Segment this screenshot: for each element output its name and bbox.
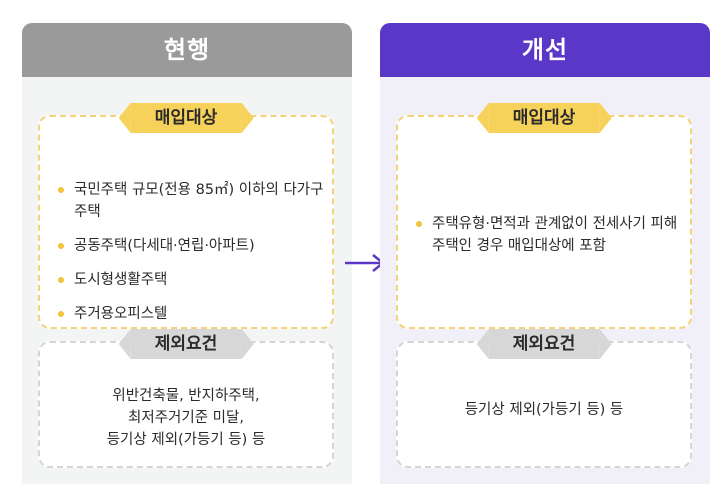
- list-item: 주거용오피스텔: [58, 303, 328, 325]
- improved-target-tag: 매입대상: [476, 103, 611, 133]
- current-target-box: 매입대상 국민주택 규모(전용 85㎡) 이하의 다가구주택 공동주택(다세대·…: [38, 103, 334, 329]
- bullet-dot-icon: [58, 187, 64, 193]
- current-exclude-box: 제외요건 위반건축물, 반지하주택, 최저주거기준 미달, 등기상 제외(가등기…: [38, 329, 334, 468]
- bullet-dot-icon: [416, 221, 422, 227]
- improved-target-box: 매입대상 주택유형·면적과 관계없이 전세사기 피해주택인 경우 매입대상에 포…: [396, 103, 692, 329]
- list-item: 도시형생활주택: [58, 269, 328, 291]
- list-item: 공동주택(다세대·연립·아파트): [58, 235, 328, 257]
- bullet-dot-icon: [58, 311, 64, 317]
- improved-exclude-box: 제외요건 등기상 제외(가등기 등) 등: [396, 329, 692, 468]
- current-exclude-tag: 제외요건: [118, 329, 253, 359]
- list-item: 주택유형·면적과 관계없이 전세사기 피해주택인 경우 매입대상에 포함: [416, 213, 686, 257]
- current-panel: 현행 매입대상 국민주택 규모(전용 85㎡) 이하의 다가구주택 공동주택(다…: [22, 23, 352, 484]
- bullet-dot-icon: [58, 277, 64, 283]
- improved-exclude-tag: 제외요건: [476, 329, 611, 359]
- current-panel-header: 현행: [22, 23, 352, 77]
- improved-exclude-text: 등기상 제외(가등기 등) 등: [398, 399, 690, 421]
- current-exclude-text: 위반건축물, 반지하주택, 최저주거기준 미달, 등기상 제외(가등기 등) 등: [40, 385, 332, 451]
- exclude-line: 최저주거기준 미달,: [128, 410, 244, 426]
- exclude-line: 등기상 제외(가등기 등) 등: [106, 432, 266, 448]
- exclude-line: 위반건축물, 반지하주택,: [112, 388, 260, 404]
- improved-target-list: 주택유형·면적과 관계없이 전세사기 피해주택인 경우 매입대상에 포함: [416, 213, 686, 269]
- improved-panel: 개선 매입대상 주택유형·면적과 관계없이 전세사기 피해주택인 경우 매입대상…: [380, 23, 710, 484]
- current-target-list: 국민주택 규모(전용 85㎡) 이하의 다가구주택 공동주택(다세대·연립·아파…: [58, 179, 328, 337]
- current-target-tag: 매입대상: [118, 103, 253, 133]
- improved-panel-header: 개선: [380, 23, 710, 77]
- bullet-dot-icon: [58, 243, 64, 249]
- exclude-line: 등기상 제외(가등기 등) 등: [464, 402, 624, 418]
- list-item: 국민주택 규모(전용 85㎡) 이하의 다가구주택: [58, 179, 328, 223]
